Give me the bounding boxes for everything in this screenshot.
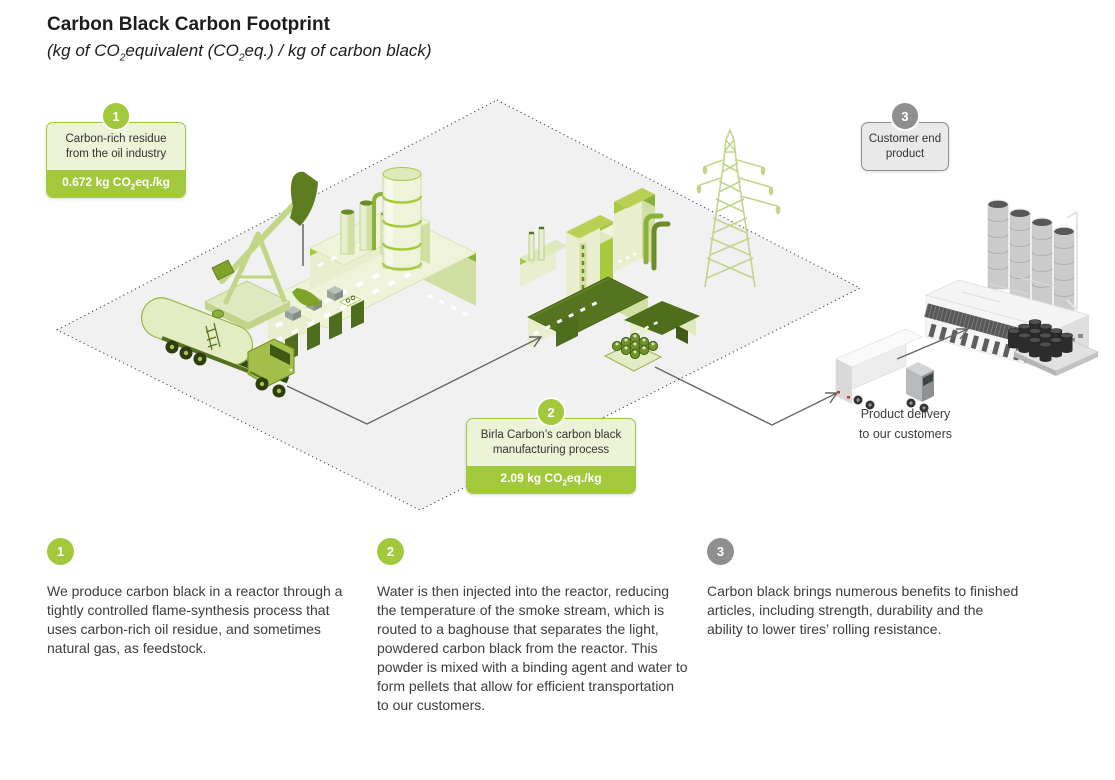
drum-pallet-icon xyxy=(1007,319,1099,376)
subtitle-subscript: 2 xyxy=(119,52,126,64)
value-part: eq./kg xyxy=(135,175,170,189)
delivery-caption: Product delivery to our customers xyxy=(838,404,973,444)
subtitle-part: (kg of CO xyxy=(47,41,120,60)
oil-pump-jack-icon xyxy=(204,171,322,330)
page-subtitle: (kg of CO2equivalent (CO2eq.) / kg of ca… xyxy=(47,41,432,63)
callout-value: 2.09 kg CO2eq./kg xyxy=(467,466,635,494)
callout-label: Customer end product xyxy=(868,133,942,160)
storage-silos-icon xyxy=(987,199,1078,317)
callout-card: Birla Carbon’s carbon black manufacturin… xyxy=(466,418,636,495)
value-part: 0.672 kg CO xyxy=(62,175,131,189)
callout-number-badge: 2 xyxy=(536,397,566,427)
callout-label: Carbon-rich residue from the oil industr… xyxy=(65,133,167,160)
tanker-truck-icon xyxy=(140,297,295,398)
callout-number-badge: 3 xyxy=(890,101,920,131)
step-text: Water is then injected into the reactor,… xyxy=(377,583,688,713)
delivery-caption-line: Product delivery xyxy=(860,407,951,421)
subtitle-subscript: 2 xyxy=(238,52,245,64)
power-pylon-icon xyxy=(696,127,781,288)
value-subscript: 2 xyxy=(130,182,136,192)
value-subscript: 2 xyxy=(562,478,567,488)
platform xyxy=(55,99,862,511)
callout-label: Birla Carbon’s carbon black manufacturin… xyxy=(480,429,622,456)
value-part: eq./kg xyxy=(566,471,602,485)
delivery-truck-icon xyxy=(835,328,934,413)
step-number-badge: 2 xyxy=(377,538,404,565)
carbon-black-plant-icon xyxy=(520,188,700,347)
callout-value: 0.672 kg CO2eq./kg xyxy=(47,170,185,198)
callout-customer: 3 Customer end product xyxy=(861,101,949,171)
subtitle-part: equivalent (CO xyxy=(125,41,239,60)
subtitle-part: eq.) / kg of carbon black) xyxy=(244,41,432,60)
callout-number-badge: 1 xyxy=(101,101,131,131)
step-text: Carbon black brings numerous benefits to… xyxy=(707,583,1019,637)
step-number-badge: 1 xyxy=(47,538,74,565)
value-part: 2.09 kg CO xyxy=(500,471,563,485)
step-3: 3 Carbon black brings numerous benefits … xyxy=(707,538,1019,639)
process-illustration-icon xyxy=(55,99,1099,511)
callout-card: Carbon-rich residue from the oil industr… xyxy=(46,122,186,199)
flow-arrows xyxy=(286,328,970,426)
callout-feedstock: 1 Carbon-rich residue from the oil indus… xyxy=(46,101,186,199)
step-1: 1 We produce carbon black in a reactor t… xyxy=(47,538,359,658)
callout-manufacturing: 2 Birla Carbon’s carbon black manufactur… xyxy=(466,397,636,495)
page-title: Carbon Black Carbon Footprint xyxy=(47,14,330,35)
step-text: We produce carbon black in a reactor thr… xyxy=(47,583,343,656)
step-2: 2 Water is then injected into the reacto… xyxy=(377,538,689,715)
pellet-pallet-icon xyxy=(603,332,663,372)
delivery-caption-line: to our customers xyxy=(858,427,953,441)
step-number-badge: 3 xyxy=(707,538,734,565)
